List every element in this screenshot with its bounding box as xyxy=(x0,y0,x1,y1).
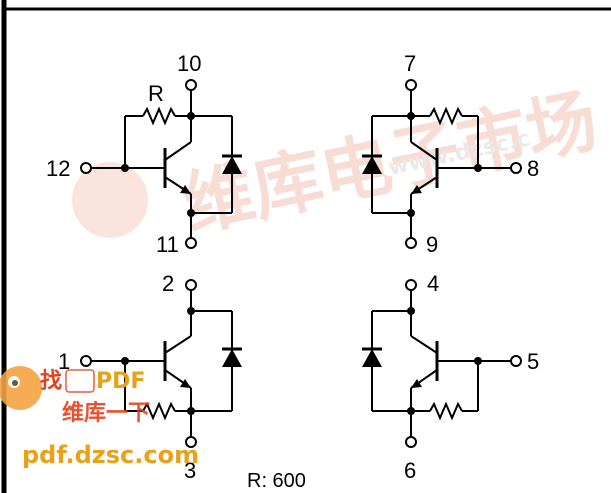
pin-label-12: 12 xyxy=(46,156,70,181)
pin-11-terminal xyxy=(185,237,197,249)
diode-top-left xyxy=(222,156,242,174)
watermark-logo xyxy=(72,162,148,238)
resistor-r-bottom-right xyxy=(429,401,463,421)
pin-label-5: 5 xyxy=(527,349,539,374)
pin-labels: 10 11 12 7 8 9 2 1 3 4 5 6 R R: 600 xyxy=(46,51,539,492)
pin-7-terminal xyxy=(405,79,417,91)
diode-bottom-right xyxy=(362,349,382,367)
pin-2-terminal xyxy=(185,279,197,291)
pin-6-terminal xyxy=(405,436,417,448)
resistor-value-caption: R: 600 xyxy=(247,470,306,492)
pin-10-terminal xyxy=(185,79,197,91)
resistor-label: R xyxy=(148,81,164,106)
diode-bottom-left xyxy=(222,349,242,367)
pin-label-3: 3 xyxy=(184,458,196,483)
pin-4-terminal xyxy=(405,279,417,291)
pin-label-2: 2 xyxy=(162,271,174,296)
mascot-icon xyxy=(0,366,42,410)
badge-url-text: pdf.dzsc.com xyxy=(22,441,199,469)
pin-5-terminal xyxy=(510,355,522,367)
pin-1-terminal xyxy=(80,355,92,367)
pin-label-4: 4 xyxy=(427,271,439,296)
pin-9-terminal xyxy=(405,237,417,249)
darlington-unit-bottom-right xyxy=(362,279,522,448)
badge-pdf-text: PDF xyxy=(96,369,145,394)
pin-8-terminal xyxy=(510,162,522,174)
resistor-r-top-right xyxy=(429,106,463,126)
darlington-unit-top-left xyxy=(80,79,242,249)
pin-label-10: 10 xyxy=(177,51,201,76)
pin-label-6: 6 xyxy=(404,458,416,483)
darlington-unit-bottom-left xyxy=(80,279,242,448)
pin-label-11: 11 xyxy=(156,232,179,257)
resistor-r-bottom-left xyxy=(142,401,176,421)
pin-label-9: 9 xyxy=(426,232,438,257)
pdf-watermark-badge: 找 PDF 维库一下 pdf.dzsc.com xyxy=(0,366,199,469)
badge-sub-text: 维库一下 xyxy=(62,400,150,426)
pin-12-terminal xyxy=(80,162,92,174)
resistor-r xyxy=(142,106,176,126)
darlington-unit-top-right xyxy=(362,79,522,249)
pin-label-1: 1 xyxy=(58,349,70,374)
badge-find-text: 找 xyxy=(40,369,62,394)
diode-top-right xyxy=(362,156,382,174)
pin-label-7: 7 xyxy=(404,51,416,76)
pin-label-8: 8 xyxy=(527,156,539,181)
